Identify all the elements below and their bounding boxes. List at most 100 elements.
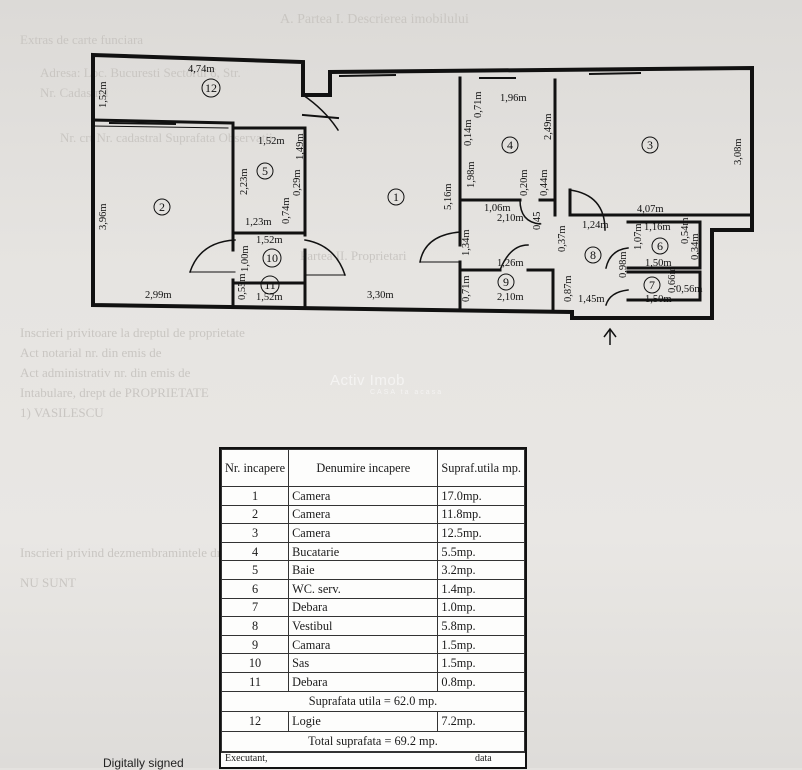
row-nr: 3 xyxy=(220,523,290,543)
col-header-nr: Nr. incapere xyxy=(220,449,290,487)
row-nr: 9 xyxy=(220,634,290,655)
dim-label: 2,23m xyxy=(239,168,250,195)
executant-label: Executant, xyxy=(225,752,268,764)
row-area: 1.5mp. xyxy=(437,653,525,673)
watermark-logo: Activ Imob CASA ta acasa xyxy=(330,372,444,396)
dim-label: 0,29m xyxy=(292,169,303,196)
dim-label: 2,10m xyxy=(497,213,524,224)
dim-label: 1,06m xyxy=(484,203,511,214)
row-nr: 12 xyxy=(220,710,290,732)
dim-label: 2,10m xyxy=(497,292,524,303)
row-area: 17.0mp. xyxy=(437,486,525,506)
row-name: Camera xyxy=(288,504,439,525)
bg-text: Intabulare, drept de PROPRIETATE xyxy=(20,385,209,400)
useful-total-row: Suprafata utila = 62.0 mp. xyxy=(221,690,525,712)
row-area: 1.4mp. xyxy=(437,578,525,599)
dim-label: 3,30m xyxy=(367,290,394,301)
room-number-5: 5 xyxy=(262,164,268,178)
bg-text: NU SUNT xyxy=(20,575,76,590)
dim-label: 4,74m xyxy=(188,64,215,75)
row-nr: 10 xyxy=(220,653,290,673)
dim-label: 0,98m xyxy=(618,251,629,278)
bg-text: 1) VASILESCU xyxy=(20,405,104,420)
dim-label: 2,99m xyxy=(145,290,172,301)
grand-total: Total suprafata = 69.2 mp. xyxy=(221,730,525,752)
dim-label: 3,96m xyxy=(98,203,109,230)
row-name: Debara xyxy=(288,597,439,618)
row-nr: 1 xyxy=(220,486,290,506)
room-number-10: 10 xyxy=(266,251,278,265)
dim-label: 0,71m xyxy=(461,275,472,302)
row-nr: 8 xyxy=(220,616,290,636)
room-number-6: 6 xyxy=(657,239,663,253)
dim-label: 0,14m xyxy=(463,119,474,146)
row-nr: 2 xyxy=(220,504,290,525)
row-name: Camera xyxy=(288,523,439,543)
room-number-1: 1 xyxy=(393,190,399,204)
dim-label: 1,52m xyxy=(258,136,285,147)
grand-total-row: Total suprafata = 69.2 mp. xyxy=(221,730,525,752)
dim-label: 2,49m xyxy=(543,113,554,140)
dim-label: 1,07m xyxy=(633,223,644,250)
useful-total: Suprafata utila = 62.0 mp. xyxy=(221,690,525,712)
bg-text: Partea II. Proprietari xyxy=(300,248,407,263)
dim-label: 1,96m xyxy=(500,93,527,104)
digital-signature-note: Digitally signed xyxy=(103,756,184,770)
row-name: Camara xyxy=(288,634,439,655)
row-nr: 6 xyxy=(220,578,290,599)
room-number-12: 12 xyxy=(205,81,217,95)
area-table: Nr. incapere Denumire incapere Supraf.ut… xyxy=(219,447,527,769)
dim-label: 1,52m xyxy=(98,81,109,108)
room-number-9: 9 xyxy=(503,275,509,289)
row-area: 3.2mp. xyxy=(437,560,525,580)
dim-label: 1,52m xyxy=(256,235,283,246)
row-name: Debara xyxy=(288,671,439,692)
dim-label: 3,08m xyxy=(733,138,744,165)
bg-text: Nr. crt Nr. cadastral Suprafata Observat… xyxy=(60,130,273,145)
dim-label: 0,54m xyxy=(680,217,691,244)
dim-label: 0,71m xyxy=(473,91,484,118)
room-number-3: 3 xyxy=(647,138,653,152)
bg-text: Inscrieri privitoare la dreptul de propr… xyxy=(20,325,245,340)
room-number-7: 7 xyxy=(649,278,655,292)
col-header-name: Denumire incapere xyxy=(288,449,439,487)
dim-label: 0,37m xyxy=(557,225,568,252)
row-area: 5.5mp. xyxy=(437,541,525,562)
row-nr: 5 xyxy=(220,560,290,580)
bg-text: Adresa: Loc. Bucuresti Sectorul 6, Str. xyxy=(40,65,241,80)
executant-row: Executant, data xyxy=(221,751,525,767)
bg-text: Act administrativ nr. din emis de xyxy=(20,365,191,380)
row-area: 11.8mp. xyxy=(437,504,525,525)
dim-label: 1,49m xyxy=(295,133,306,160)
date-label: data xyxy=(475,752,492,764)
row-nr: 11 xyxy=(220,671,290,692)
row-name: Baie xyxy=(288,560,439,580)
dim-label: 1,26m xyxy=(497,258,524,269)
dim-label: 0,74m xyxy=(281,197,292,224)
dim-label: 1,24m xyxy=(582,220,609,231)
dim-label: 0,20m xyxy=(519,169,530,196)
row-area: 1.0mp. xyxy=(437,597,525,618)
bg-text: A. Partea I. Descrierea imobilului xyxy=(280,12,469,27)
dim-label: 1,52m xyxy=(256,292,283,303)
dim-label: 5,16m xyxy=(443,183,454,210)
row-name: Camera xyxy=(288,486,439,506)
dim-label: 0,34m xyxy=(690,233,701,260)
row-area: 1.5mp. xyxy=(437,634,525,655)
room-number-8: 8 xyxy=(590,248,596,262)
dim-label: 0,55m xyxy=(237,273,248,300)
dim-label: 0,44m xyxy=(539,169,550,196)
row-name: WC. serv. xyxy=(288,578,439,599)
